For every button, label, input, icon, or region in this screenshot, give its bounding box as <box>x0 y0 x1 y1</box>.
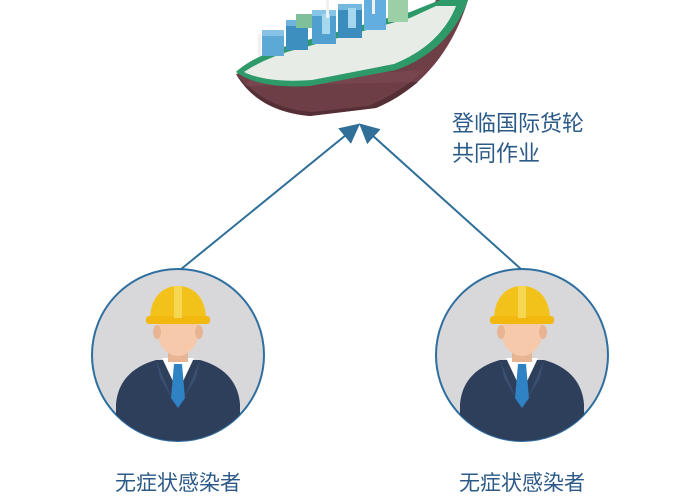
ship-caption-line1: 登临国际货轮 <box>452 112 585 137</box>
worker-helmet-icon <box>460 286 584 441</box>
worker-helmet-icon <box>116 286 240 441</box>
arrow-right <box>359 123 523 271</box>
worker-right <box>435 268 609 442</box>
ship-caption-line2: 共同作业 <box>452 142 541 167</box>
worker-left <box>91 268 265 442</box>
ship-containers <box>262 0 408 56</box>
worker-right-label: 无症状感染者 <box>459 471 585 495</box>
arrow-left <box>179 123 361 271</box>
ship-caption: 登临国际货轮 共同作业 <box>452 110 592 170</box>
worker-left-label: 无症状感染者 <box>115 471 241 495</box>
cargo-ship-icon <box>236 0 468 116</box>
